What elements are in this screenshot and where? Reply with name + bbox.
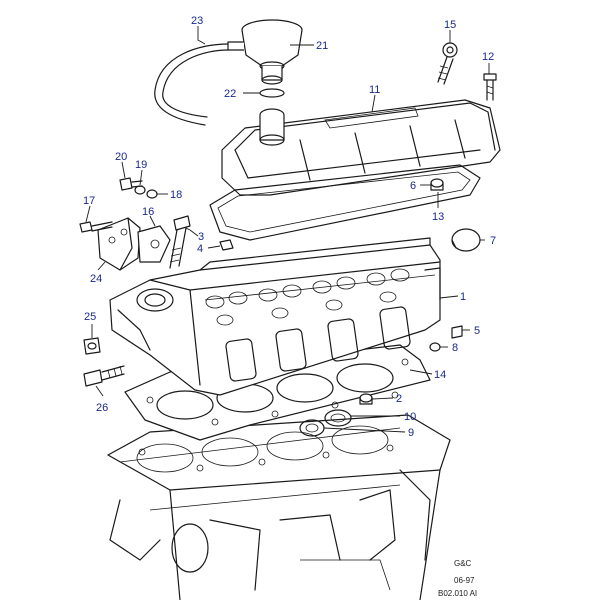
cylinder-head bbox=[109, 237, 441, 396]
callout-8: 8 bbox=[452, 342, 458, 354]
o-ring bbox=[259, 88, 285, 98]
callout-19: 19 bbox=[135, 159, 147, 171]
stud-bolt bbox=[483, 73, 497, 101]
engine-bracket bbox=[97, 217, 141, 271]
engine-block bbox=[107, 414, 451, 600]
washer bbox=[146, 189, 158, 199]
callout-25: 25 bbox=[84, 311, 96, 323]
callout-2: 2 bbox=[396, 393, 402, 405]
dowel bbox=[359, 393, 373, 405]
bracket-bolt bbox=[79, 221, 113, 233]
valve-springs bbox=[205, 268, 410, 326]
leader-lines bbox=[85, 26, 490, 433]
callout-23: 23 bbox=[191, 15, 203, 27]
footer-ref: B02.010 AI bbox=[438, 589, 477, 598]
callout-4: 4 bbox=[197, 243, 203, 255]
plug-nut bbox=[83, 337, 101, 355]
callout-5: 5 bbox=[474, 325, 480, 337]
rocker-cover bbox=[221, 99, 501, 196]
diagram-footer: G&C 06-97 B02.010 AI bbox=[438, 559, 477, 598]
callout-3: 3 bbox=[198, 231, 204, 243]
callout-24: 24 bbox=[90, 273, 102, 285]
callout-15: 15 bbox=[444, 19, 456, 31]
callout-22: 22 bbox=[224, 88, 236, 100]
callout-6: 6 bbox=[410, 180, 416, 192]
callout-1: 1 bbox=[460, 291, 466, 303]
callout-13: 13 bbox=[432, 211, 444, 223]
oil-seal-ring bbox=[299, 419, 325, 437]
spring-washer bbox=[134, 185, 146, 195]
callout-18: 18 bbox=[170, 189, 182, 201]
temperature-sender bbox=[451, 325, 463, 339]
exhaust-ports bbox=[225, 306, 411, 382]
callout-12: 12 bbox=[482, 51, 494, 63]
footer-maker: G&C bbox=[454, 559, 472, 568]
rocker-cover-gasket bbox=[209, 164, 481, 241]
small-bolt bbox=[119, 177, 143, 191]
callout-20: 20 bbox=[115, 151, 127, 163]
plug bbox=[429, 342, 441, 352]
callout-21: 21 bbox=[316, 40, 328, 52]
callout-17: 17 bbox=[83, 195, 95, 207]
nut bbox=[219, 239, 234, 251]
footer-date: 06-97 bbox=[454, 576, 475, 585]
valve-seal-ring bbox=[324, 409, 352, 427]
mounting-plate bbox=[137, 225, 171, 263]
lifting-eye-bolt bbox=[437, 42, 458, 85]
breather-hose bbox=[154, 43, 229, 126]
stud bbox=[83, 365, 125, 387]
callout-9: 9 bbox=[408, 427, 414, 439]
core-plug bbox=[451, 228, 481, 252]
callout-16: 16 bbox=[142, 206, 154, 218]
callout-10: 10 bbox=[404, 411, 416, 423]
callout-11: 11 bbox=[369, 84, 380, 96]
callout-labels: 23 21 22 15 12 11 6 13 7 4 3 16 18 19 20… bbox=[83, 15, 496, 439]
cylinder-head-bolt bbox=[169, 215, 191, 269]
callout-7: 7 bbox=[490, 235, 496, 247]
rubber-grommet bbox=[430, 178, 444, 191]
callout-26: 26 bbox=[96, 402, 108, 414]
callout-14: 14 bbox=[434, 369, 446, 381]
breather-cap bbox=[227, 19, 303, 85]
